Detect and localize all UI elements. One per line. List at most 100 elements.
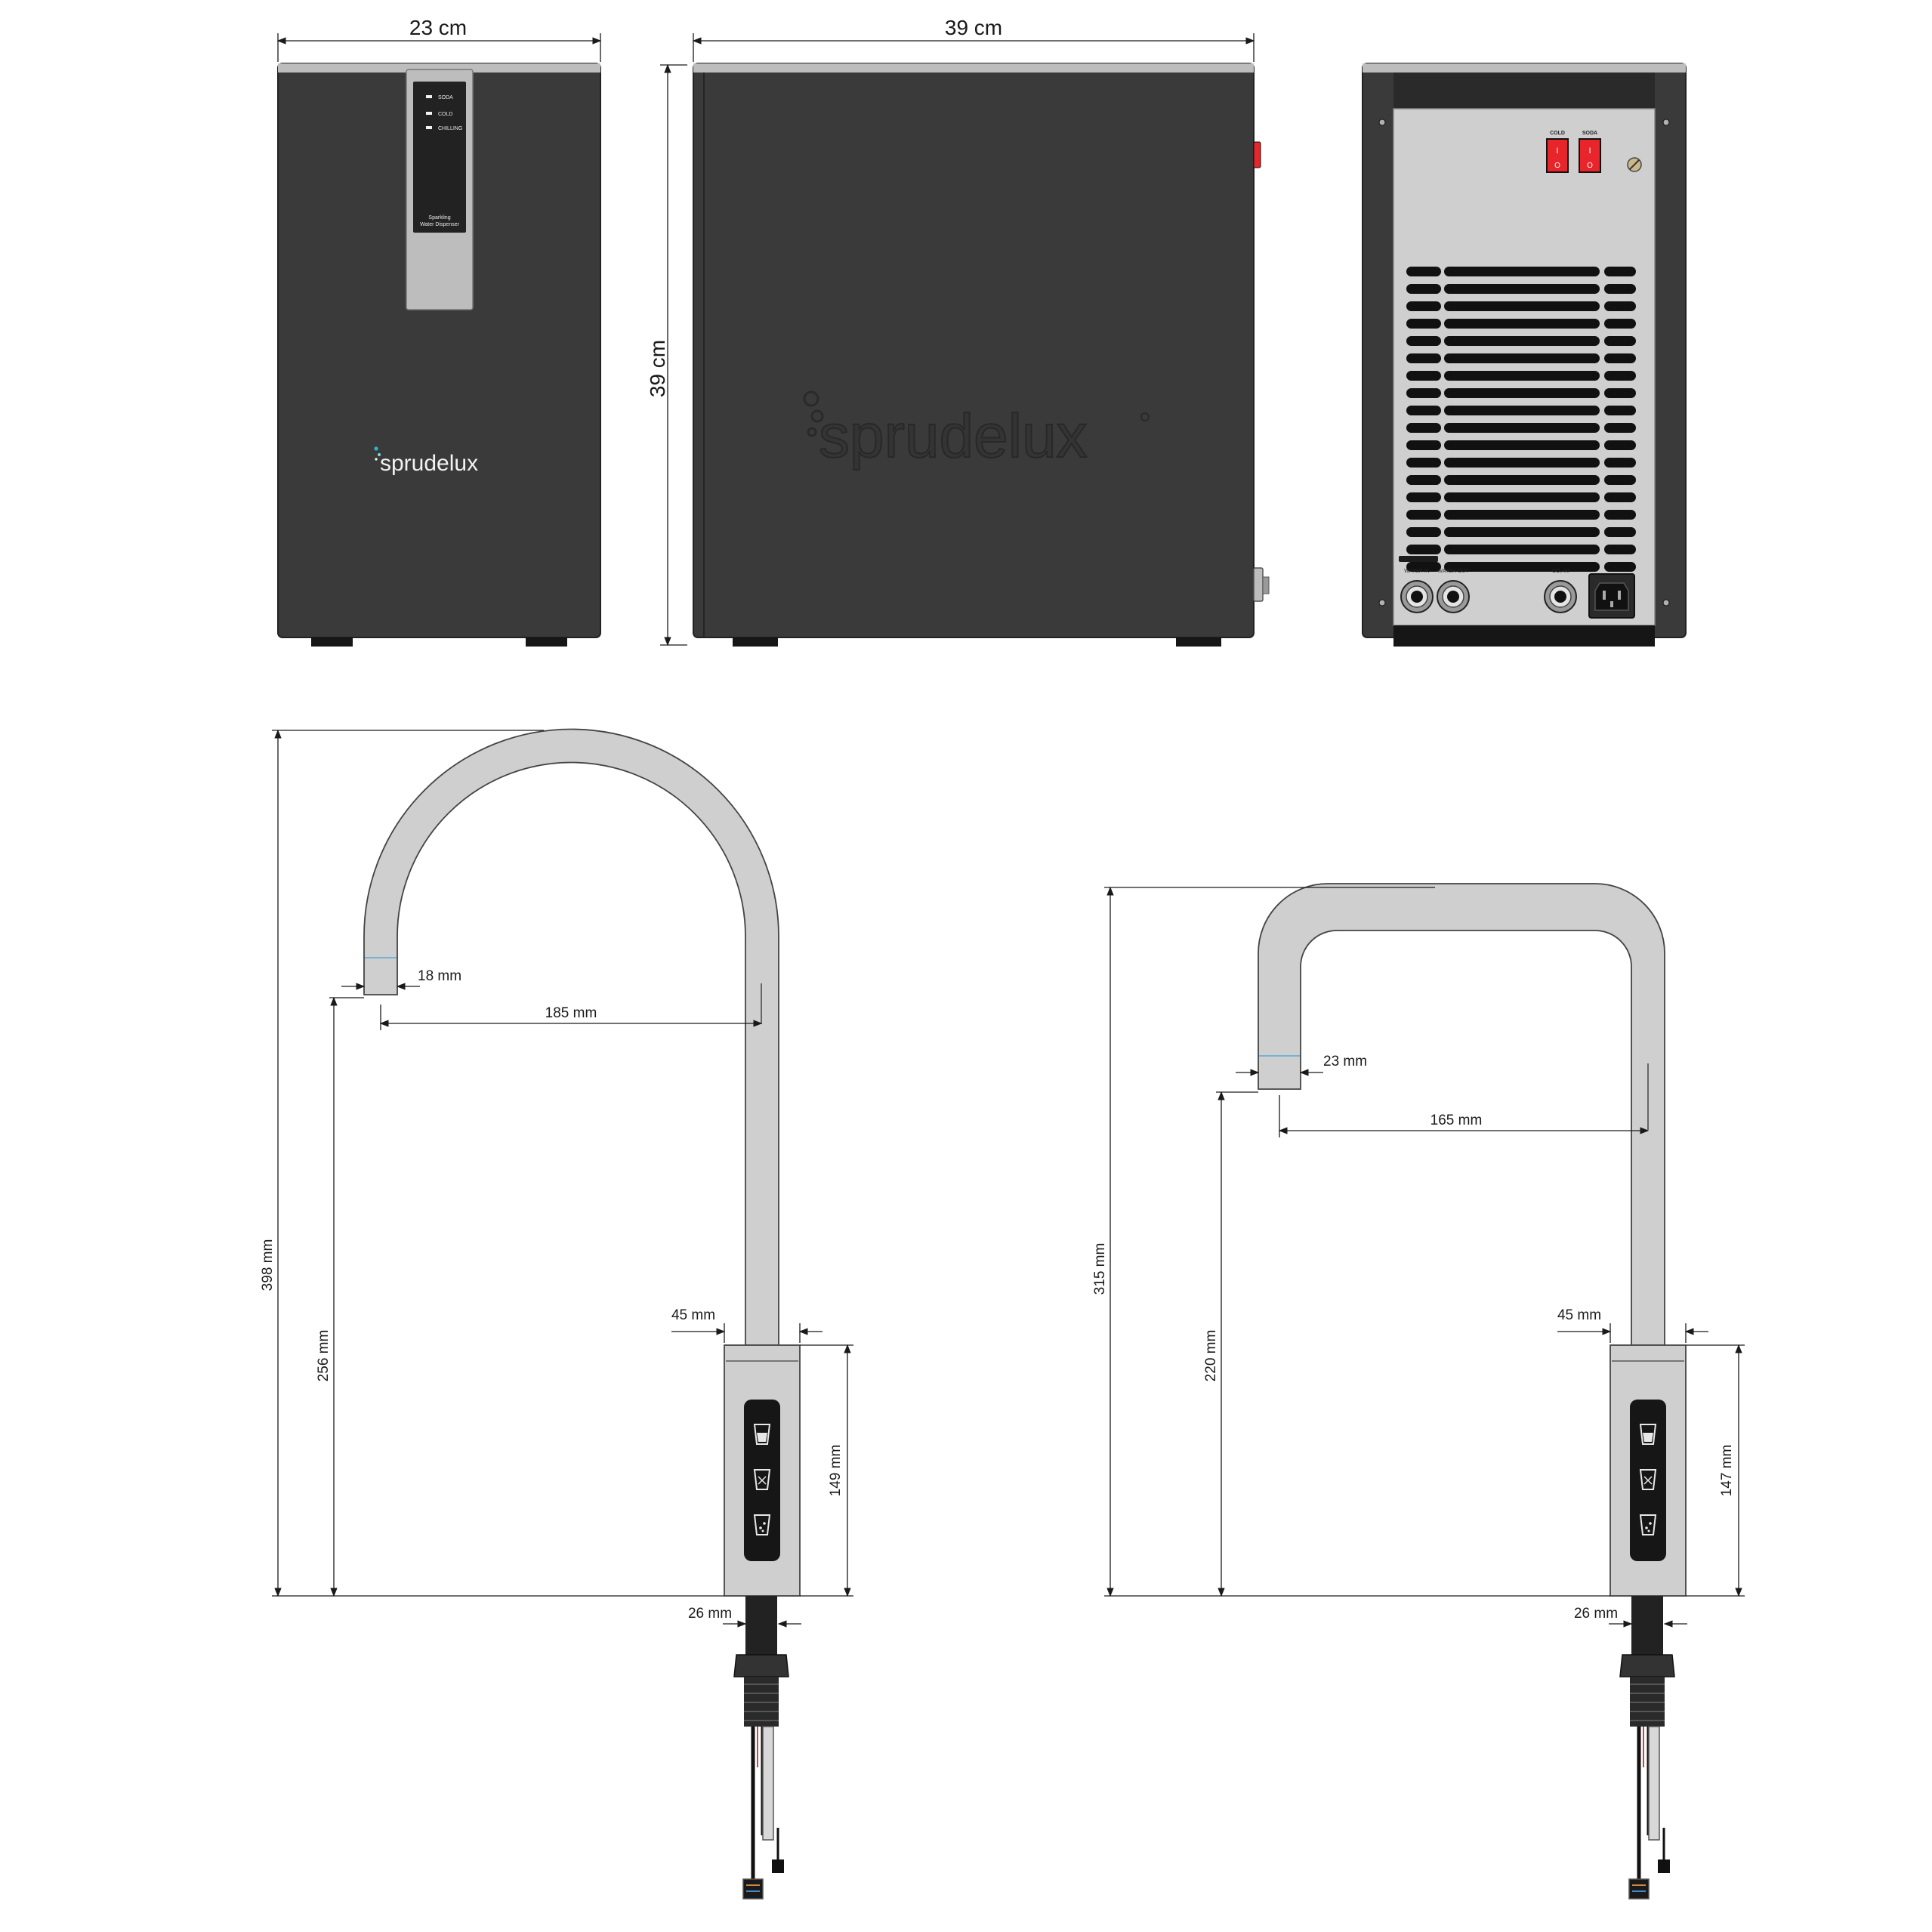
svg-text:I: I [1588,147,1591,156]
side-brand-bubble-icon [803,390,819,407]
vent-slot [1406,353,1441,363]
side-foot-left [733,637,778,647]
vent-slot [1406,406,1441,415]
square-shank-label: 26 mm [1574,1606,1618,1622]
port-label-co2-in: CO₂ IN [1552,569,1569,574]
panel-caption-1: Sparkling [428,215,450,221]
sparkling-water-glass-icon[interactable] [753,1514,771,1535]
vent-slot [1444,406,1600,415]
vent-slot [1604,371,1636,381]
sparkling-water-glass-icon[interactable] [1639,1514,1657,1535]
vent-slot [1604,388,1636,398]
water-out-port-icon [1437,580,1470,613]
vent-slot [1406,319,1441,329]
back-steel-panel [1393,108,1656,626]
vent-slot [1604,510,1636,520]
vent-slot [1444,371,1600,381]
power-socket-icon [1588,573,1635,619]
brand-bubble-icon [374,446,378,451]
side-top-rim [693,63,1254,73]
faucet-round-view: 398 mm 256 mm 18 mm 185 mm 45 mm 149 mm … [260,728,853,1900]
vent-slot [1604,353,1636,363]
cold-switch-icon [1546,138,1569,173]
vent-slot [1444,440,1600,450]
front-top-rim [278,63,600,73]
vent-slot [1406,440,1441,450]
vent-slot [1604,267,1636,276]
panel-label-chilling: CHILLING [438,126,462,131]
vent-slot [1406,301,1441,311]
square-total-height-label: 315 mm [1092,1243,1108,1295]
vent-slot [1406,492,1441,502]
svg-text:I: I [1556,147,1558,156]
side-switch-icon [1253,141,1261,168]
front-foot-left [311,637,353,647]
back-label-cold: COLD [1550,131,1565,136]
faucet-square-view: 315 mm 220 mm 23 mm 165 mm 45 mm 147 mm … [1092,883,1745,1900]
side-water-fitting-icon [1253,567,1264,602]
round-body-height-label: 149 mm [828,1445,844,1497]
front-foot-right [526,637,567,647]
vent-slot [1604,423,1636,433]
vent-slot [1406,510,1441,520]
vent-slot [1604,562,1636,572]
side-unit-body [693,63,1255,638]
vent-slot [1444,388,1600,398]
vent-slot [1444,562,1600,572]
vent-slot [1604,458,1636,468]
vent-slot [1444,353,1600,363]
square-spout-pipe [1258,883,1665,1346]
round-reach-label: 185 mm [545,1005,597,1021]
led-soda [426,95,432,98]
front-brand-logo: sprudelux [380,451,478,476]
co2-in-port-icon [1544,580,1577,613]
front-view: 23 cm SODA COLD CHILLING Sparkling Water… [276,16,602,647]
round-outlet-label: 18 mm [418,968,461,984]
port-label-water-in: WATER IN [1404,569,1429,574]
vent-slot [1604,527,1636,537]
still-water-glass-icon[interactable] [753,1424,771,1445]
square-cable-connector-icon [1628,1878,1650,1900]
led-chilling [426,126,432,129]
back-label-soda: SODA [1582,131,1597,136]
cold-water-glass-icon[interactable] [753,1469,771,1490]
round-mounting-shank [733,1596,789,1900]
port-label-water-out: WATER OUT [1437,569,1469,574]
vent-slot [1604,284,1636,294]
back-top-rim [1363,63,1686,73]
side-height-label: 39 cm [646,340,669,397]
side-brand-logo: sprudelux [819,402,1088,471]
led-cold [426,112,432,115]
square-mounting-shank [1619,1596,1675,1900]
vent-slot [1604,475,1636,485]
vent-slot [1406,336,1441,346]
round-cable-connector-icon [742,1878,764,1900]
vent-slot [1604,440,1636,450]
round-total-height-label: 398 mm [260,1239,276,1292]
screw-icon [1378,599,1386,606]
screw-icon [1662,599,1670,606]
vent-slot [1604,545,1636,554]
vent-slot [1444,458,1600,468]
vent-slot [1406,388,1441,398]
vent-slot [1444,301,1600,311]
side-view: 39 cm 39 cm sprudelux [646,16,1270,647]
side-foot-right [1176,637,1221,647]
cold-water-glass-icon[interactable] [1639,1469,1657,1490]
vent-slot [1604,492,1636,502]
back-label-plate [1399,556,1438,562]
vent-slot [1406,475,1441,485]
square-body-height-label: 147 mm [1719,1445,1735,1497]
vent-slot [1406,423,1441,433]
vent-slot [1406,527,1441,537]
back-base [1393,625,1655,647]
still-water-glass-icon[interactable] [1639,1424,1657,1445]
front-width-label: 23 cm [409,16,467,39]
vent-slot [1604,336,1636,346]
vent-slot [1406,267,1441,276]
cooling-vent-grille [1406,267,1636,572]
vent-slot [1604,319,1636,329]
round-spout-pipe [363,728,779,1346]
svg-text:O: O [1554,162,1560,170]
